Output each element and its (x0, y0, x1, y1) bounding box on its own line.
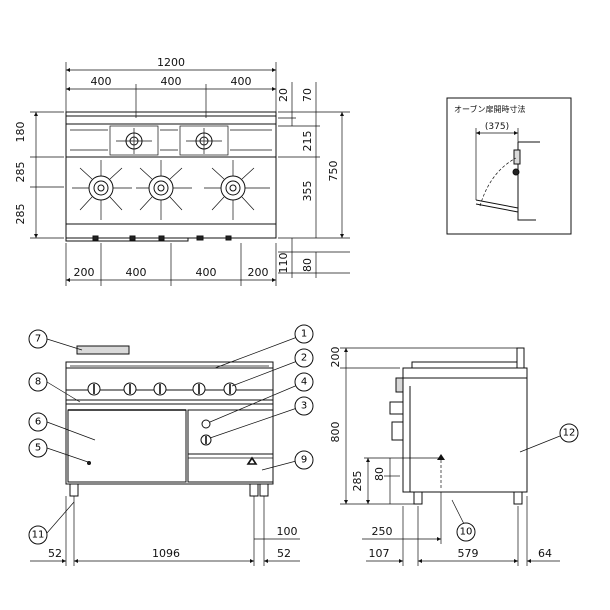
svg-text:1: 1 (301, 329, 307, 340)
dim-285-b: 285 (14, 204, 27, 225)
range-top-outline (65, 111, 277, 239)
rear-burner-left (109, 125, 159, 156)
svg-text:6: 6 (35, 417, 41, 428)
dim-355: 355 (301, 181, 314, 202)
svg-text:5: 5 (35, 443, 41, 454)
oven-door-inset: オーブン扉開時寸法 (375) (446, 97, 572, 235)
oven-door (67, 409, 187, 483)
callout-3: 3 (294, 396, 314, 416)
rear-burner-right (179, 125, 229, 156)
front-burner-3 (204, 160, 270, 220)
dim-180: 180 (14, 122, 27, 143)
svg-text:12: 12 (563, 428, 576, 439)
dim-200-a: 200 (74, 266, 95, 279)
side-dim-64: 64 (538, 547, 552, 560)
svg-text:2: 2 (301, 353, 307, 364)
dim-110: 110 (277, 253, 290, 274)
side-dim-800: 800 (329, 422, 342, 443)
dim-400-e: 400 (196, 266, 217, 279)
callout-12: 12 (559, 423, 579, 443)
side-dim-107: 107 (369, 547, 390, 560)
front-burner-1 (72, 160, 132, 220)
side-dim-285: 285 (351, 471, 364, 492)
control-panel (187, 409, 274, 455)
inset-dim-375: (375) (485, 122, 509, 132)
dim-400-c: 400 (231, 75, 252, 88)
dim-750: 750 (327, 161, 340, 182)
dim-70: 70 (301, 88, 314, 102)
callout-6: 6 (28, 412, 48, 432)
callout-2: 2 (294, 348, 314, 368)
svg-text:4: 4 (301, 377, 307, 388)
side-body (402, 367, 528, 493)
front-rail (65, 237, 189, 242)
lower-compartment (187, 453, 274, 483)
svg-text:10: 10 (460, 527, 473, 538)
dim-100: 100 (277, 525, 298, 538)
front-view: 1 2 4 3 9 7 8 6 5 11 52 1096 52 100 (28, 324, 314, 566)
side-dim-579: 579 (458, 547, 479, 560)
dim-400-a: 400 (91, 75, 112, 88)
side-dim-80: 80 (373, 467, 386, 481)
side-dim-250: 250 (372, 525, 393, 538)
callout-9: 9 (294, 450, 314, 470)
dim-1096: 1096 (152, 547, 180, 560)
knobs-row (87, 382, 237, 396)
callout-11: 11 (28, 525, 48, 545)
dim-20: 20 (277, 88, 290, 102)
svg-text:9: 9 (301, 455, 307, 466)
dim-200-b: 200 (248, 266, 269, 279)
dim-215: 215 (301, 131, 314, 152)
svg-text:8: 8 (35, 377, 41, 388)
front-burner-2 (136, 160, 192, 220)
dim-80: 80 (301, 258, 314, 272)
callout-1: 1 (294, 324, 314, 344)
callout-7: 7 (28, 329, 48, 349)
dim-52-b: 52 (277, 547, 291, 560)
inset-title: オーブン扉開時寸法 (454, 104, 526, 114)
side-view: 200 800 285 80 250 107 579 64 10 12 (329, 347, 579, 566)
dim-285-a: 285 (14, 162, 27, 183)
svg-text:7: 7 (35, 334, 41, 345)
inset-frame (446, 97, 572, 235)
callout-5: 5 (28, 438, 48, 458)
dim-400-b: 400 (161, 75, 182, 88)
dim-1200: 1200 (157, 56, 185, 69)
svg-text:3: 3 (301, 401, 307, 412)
callout-4: 4 (294, 372, 314, 392)
dim-52-a: 52 (48, 547, 62, 560)
dim-400-d: 400 (126, 266, 147, 279)
top-view: 1200 400 400 400 (14, 56, 350, 286)
callout-8: 8 (28, 372, 48, 392)
shelf (76, 345, 130, 355)
side-dim-200: 200 (329, 347, 342, 368)
svg-text:11: 11 (32, 530, 45, 541)
callout-10: 10 (456, 522, 476, 542)
